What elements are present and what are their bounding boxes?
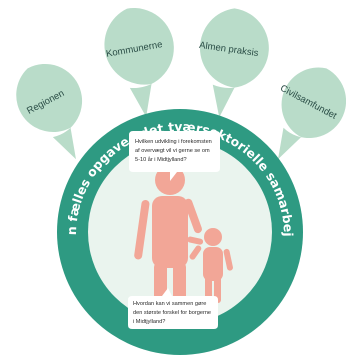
bubble-almen-praksis: Almen praksis	[198, 8, 269, 118]
speech-bubble-top: Hvilken udvikling i forekomsten af overv…	[129, 131, 220, 181]
speech-bubble-bottom: Hvordan kan vi sammen gøre den største f…	[128, 288, 218, 329]
svg-text:Hvordan kan vi sammen gøre: Hvordan kan vi sammen gøre den største f…	[133, 301, 213, 325]
bubble-regionen: Regionen	[16, 64, 83, 160]
question-bottom-line-1: Hvordan kan vi sammen gøre	[133, 301, 206, 307]
question-bottom-line-3: i Midtjylland?	[133, 319, 165, 325]
question-bottom-line-2: den største forskel for borgerne	[133, 310, 211, 316]
bubble-kommunerne: Kommunerne	[104, 8, 174, 117]
question-top-line-3: 5-10 år i Midtjylland?	[135, 156, 187, 163]
question-top-line-2: af overvægt vil vi gerne se om	[135, 148, 210, 154]
svg-text:Hvilken udvikling i forekomste: Hvilken udvikling i forekomsten af overv…	[135, 139, 213, 163]
bubble-civilsamfundet: Civilsamfundet	[278, 67, 346, 160]
question-top-line-1: Hvilken udvikling i forekomsten	[135, 139, 212, 145]
